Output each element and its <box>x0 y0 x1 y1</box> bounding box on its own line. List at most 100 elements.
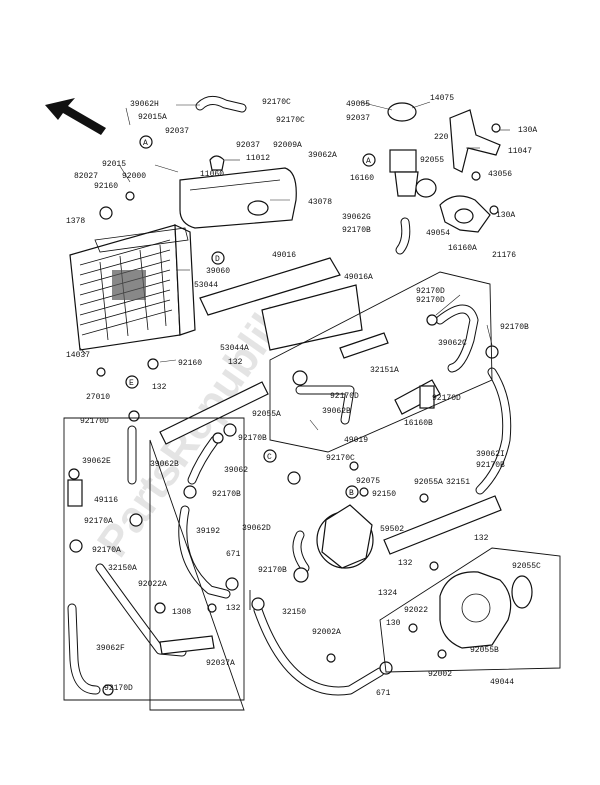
part-label: 130A <box>518 126 537 135</box>
callout-label: A <box>366 157 371 166</box>
part-label: 49019 <box>344 436 368 445</box>
part-label: 671 <box>376 689 391 698</box>
part-label: 92000 <box>122 172 146 181</box>
part-label: 39062B <box>150 460 179 469</box>
part-label: 130 <box>386 619 401 628</box>
part-label: 39062H <box>130 100 159 109</box>
group-boxes <box>63 271 561 711</box>
part-label: 92170A <box>84 517 113 526</box>
callout-b-right <box>345 485 359 499</box>
part-label: 92022 <box>404 606 428 615</box>
callout-a-left <box>139 135 153 149</box>
part-label: 16160B <box>404 419 433 428</box>
part-label: 92170B <box>258 566 287 575</box>
part-label: 11012 <box>246 154 270 163</box>
part-label: 132 <box>474 534 489 543</box>
part-label: 39062E <box>82 457 111 466</box>
part-label: 59502 <box>380 525 404 534</box>
part-label: 92055 <box>420 156 444 165</box>
part-label: 39062D <box>242 524 271 533</box>
part-labels: 39062H 92170C 92015A 92037 92037 92170C … <box>66 94 541 698</box>
part-label: 39062C <box>438 339 467 348</box>
part-label: 92009A <box>273 141 302 150</box>
part-label: 92170C <box>326 454 355 463</box>
part-label: 130A <box>496 211 515 220</box>
front-direction-arrow-icon <box>45 98 106 135</box>
callout-a-right <box>362 153 376 167</box>
part-label: 43056 <box>488 170 512 179</box>
part-label: 92022A <box>138 580 167 589</box>
part-label: 32150 <box>282 608 306 617</box>
part-label: 32151 <box>446 478 470 487</box>
part-label: 1308 <box>172 608 191 617</box>
callout-e-left <box>125 375 139 389</box>
callout-label: C <box>267 453 272 462</box>
reserve-tank <box>179 155 297 229</box>
part-label: 39062 <box>224 466 248 475</box>
part-label: 92170D <box>80 417 109 426</box>
thermostat-housing <box>439 195 491 233</box>
part-label: 11060 <box>200 170 224 179</box>
part-label: 14037 <box>66 351 90 360</box>
part-label: 49016A <box>344 273 373 282</box>
part-label: 32151A <box>370 366 399 375</box>
part-label: 1378 <box>66 217 85 226</box>
part-label: 92037 <box>165 127 189 136</box>
part-label: 92002 <box>428 670 452 679</box>
bracket <box>449 109 501 173</box>
part-label: 21176 <box>492 251 516 260</box>
callout-label: A <box>143 139 148 148</box>
part-label: 27010 <box>86 393 110 402</box>
part-label: 92160 <box>178 359 202 368</box>
leader-lines <box>79 101 510 431</box>
part-label: 92170B <box>238 434 267 443</box>
part-label: 92170C <box>276 116 305 125</box>
part-label: 39062A <box>308 151 337 160</box>
part-label: 671 <box>226 550 241 559</box>
fan-motor-unit <box>316 504 374 569</box>
part-label: 92170D <box>416 296 445 305</box>
water-pump <box>439 571 533 649</box>
part-label: 43078 <box>308 198 332 207</box>
part-label: 92170D <box>432 394 461 403</box>
inline-filters <box>67 385 435 507</box>
part-label: 92037 <box>236 141 260 150</box>
part-label: 49044 <box>490 678 514 687</box>
part-label: 92160 <box>94 182 118 191</box>
part-label: 92170A <box>92 546 121 555</box>
part-label: 92055C <box>512 562 541 571</box>
callout-label: E <box>129 379 134 388</box>
pipes <box>159 332 502 655</box>
callout-c <box>263 449 277 463</box>
part-label: 14075 <box>430 94 454 103</box>
callout-label: D <box>215 255 220 264</box>
part-label: 92055A <box>414 478 443 487</box>
part-label: 92055A <box>252 410 281 419</box>
part-label: 92150 <box>372 490 396 499</box>
part-label: 32150A <box>108 564 137 573</box>
callout-b-left <box>211 251 225 265</box>
part-label: 92170D <box>104 684 133 693</box>
part-label: 92170B <box>212 490 241 499</box>
part-label: 92002A <box>312 628 341 637</box>
part-label: 39062G <box>342 213 371 222</box>
part-label: 11047 <box>508 147 532 156</box>
part-label: 92170B <box>500 323 529 332</box>
part-label: 53044A <box>220 344 249 353</box>
callouts: A A D E C B <box>125 135 376 499</box>
part-label: 92055B <box>470 646 499 655</box>
part-label: 16160 <box>350 174 374 183</box>
part-label: 92170B <box>476 461 505 470</box>
radiator <box>69 224 196 351</box>
part-label: 92015A <box>138 113 167 122</box>
part-label: 1324 <box>378 589 397 598</box>
part-label: 220 <box>434 133 449 142</box>
part-label: 92037 <box>346 114 370 123</box>
part-label: 49016 <box>272 251 296 260</box>
fasteners <box>68 123 501 696</box>
part-label: 92037A <box>206 659 235 668</box>
part-label: 49085 <box>346 100 370 109</box>
part-label: 53044 <box>194 281 218 290</box>
part-label: 92170C <box>262 98 291 107</box>
